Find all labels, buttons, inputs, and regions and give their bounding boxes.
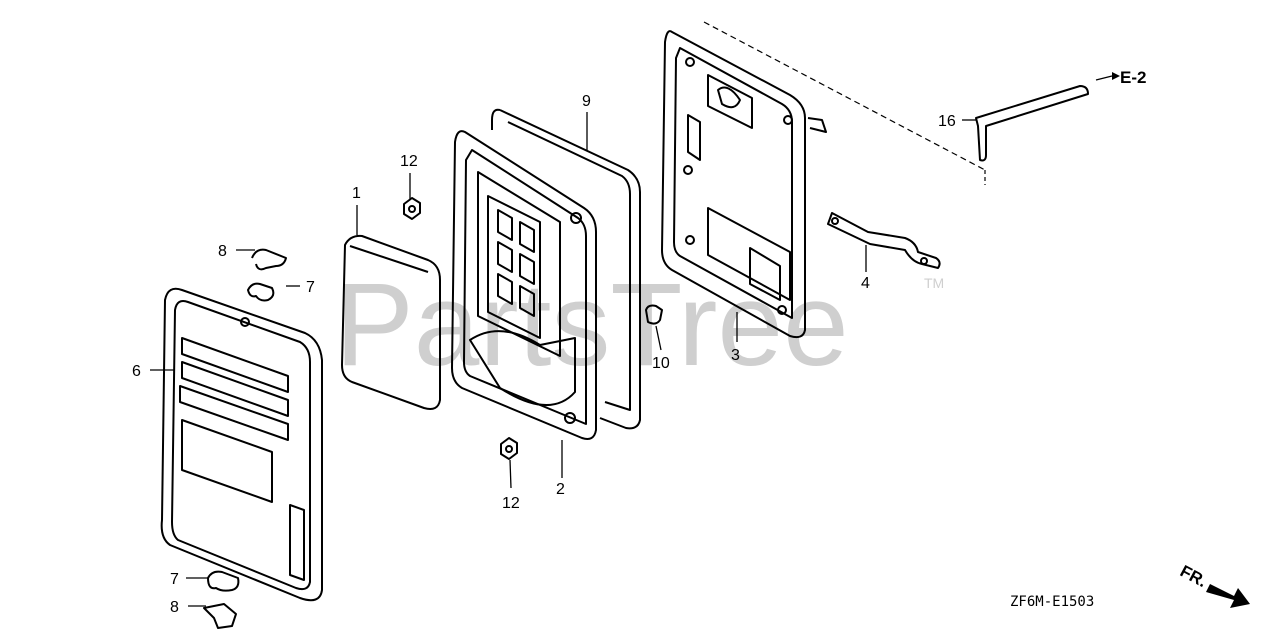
callout-12-upper[interactable]: 12 — [400, 153, 418, 170]
callout-4[interactable]: 4 — [861, 275, 870, 292]
callout-7-lower[interactable]: 7 — [170, 571, 179, 588]
callout-7-upper[interactable]: 7 — [306, 279, 315, 296]
callout-9[interactable]: 9 — [582, 93, 591, 110]
assembly-line — [703, 21, 986, 171]
part-10-collar[interactable] — [645, 304, 663, 325]
e2-arrowhead — [1112, 72, 1120, 80]
part-2-base[interactable] — [451, 130, 597, 440]
diagram-code: ZF6M-E1503 — [1010, 594, 1094, 610]
part-12-nut-upper[interactable] — [403, 197, 421, 220]
callout-3[interactable]: 3 — [731, 347, 740, 364]
callout-12-lower[interactable]: 12 — [502, 495, 520, 512]
callout-6[interactable]: 6 — [132, 363, 141, 380]
part-6-cover[interactable] — [160, 287, 323, 602]
callout-10[interactable]: 10 — [652, 355, 670, 372]
watermark: PartsTree — [335, 259, 849, 391]
part-12-nut-lower[interactable] — [500, 437, 518, 460]
part-7-clip-upper[interactable] — [247, 282, 275, 302]
part-4-bracket[interactable] — [827, 212, 941, 269]
watermark-trademark: TM — [924, 275, 944, 291]
part-1-filter-element[interactable] — [341, 234, 441, 410]
part-3-back-plate[interactable] — [661, 30, 827, 339]
callout-8-upper[interactable]: 8 — [218, 243, 227, 260]
part-8-clip-lower[interactable] — [203, 603, 237, 629]
front-arrow — [1206, 584, 1250, 608]
callout-16[interactable]: 16 — [938, 113, 956, 130]
part-7-clip-lower[interactable] — [207, 570, 240, 592]
reference-link-e2[interactable]: E-2 — [1120, 68, 1146, 87]
leader-lines — [150, 75, 1113, 607]
callout-1[interactable]: 1 — [352, 185, 361, 202]
callout-2[interactable]: 2 — [556, 481, 565, 498]
part-9-gasket[interactable] — [491, 108, 641, 430]
part-8-clip-upper[interactable] — [251, 248, 287, 271]
part-16-tube[interactable] — [975, 85, 1089, 162]
front-indicator-label: FR. — [1177, 561, 1210, 591]
callout-8-lower[interactable]: 8 — [170, 599, 179, 616]
